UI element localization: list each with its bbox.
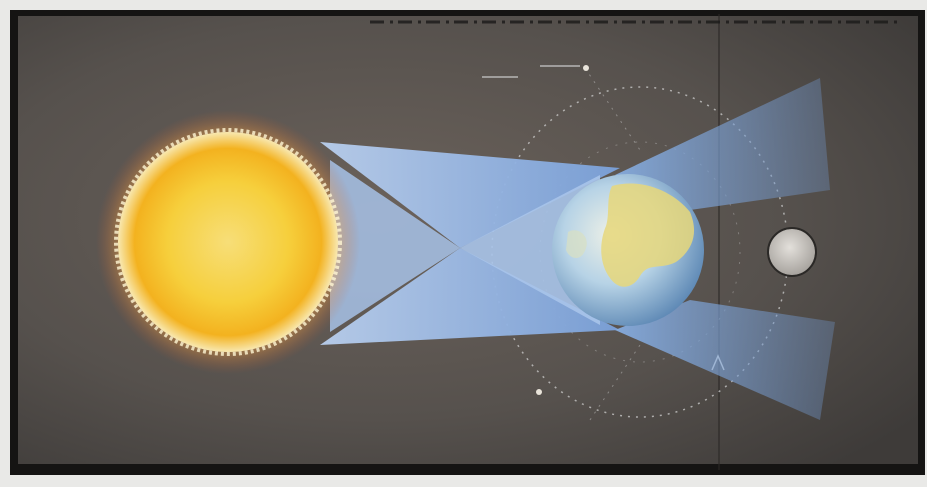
moon <box>769 229 815 275</box>
sun <box>118 132 338 352</box>
orbit-marker-bottom <box>536 389 542 395</box>
orbit-marker-top <box>583 65 589 71</box>
